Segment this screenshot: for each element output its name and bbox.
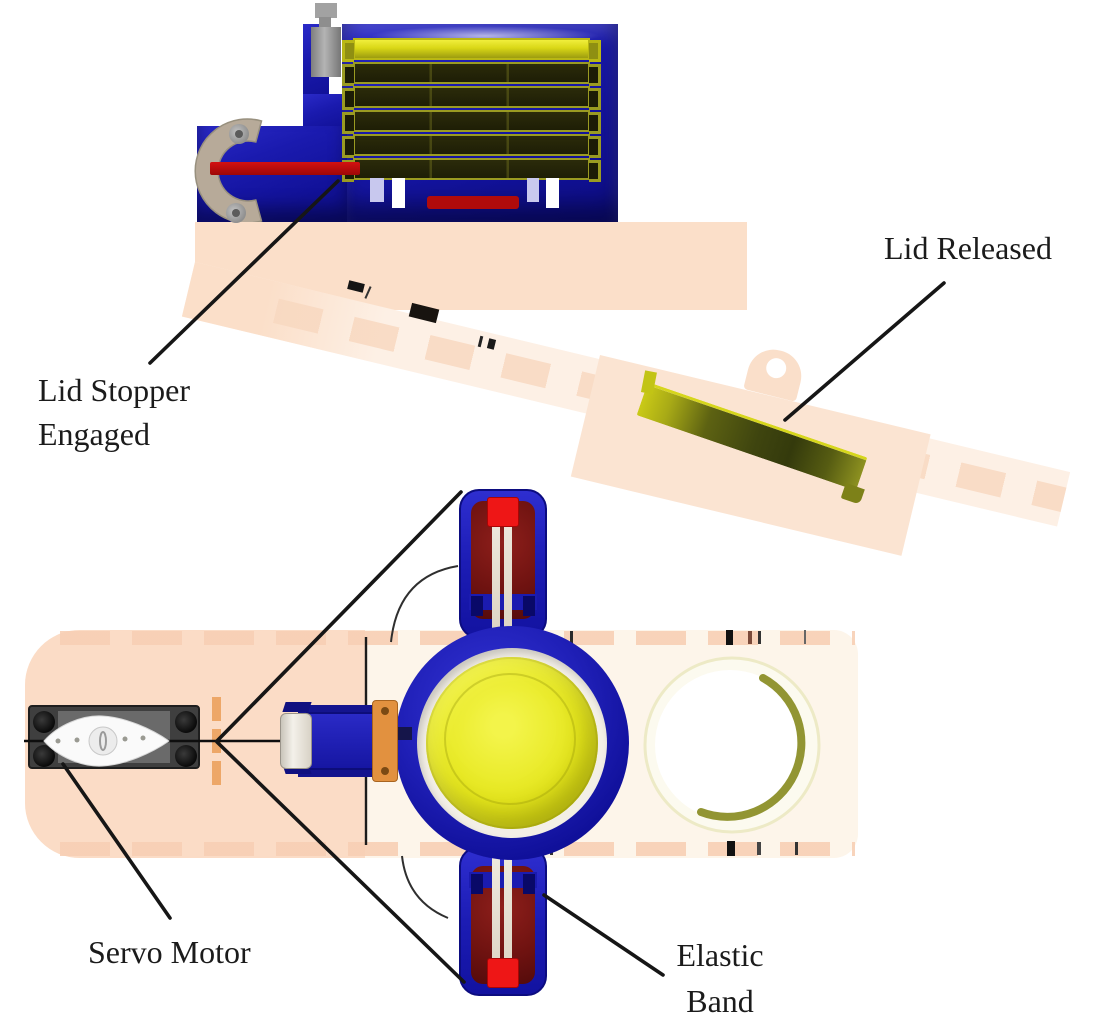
- lid-hook-icon: [342, 88, 354, 110]
- housing-leg: [527, 178, 539, 202]
- lid-stacked: [342, 134, 601, 158]
- lid-hook-icon: [589, 112, 601, 134]
- servo-screw-icon: [33, 711, 55, 733]
- sensor-pin-neck: [319, 17, 331, 28]
- sensor-pin-cap: [315, 3, 337, 18]
- servo-screw-icon: [33, 745, 55, 767]
- label-lid-released: Lid Released: [884, 230, 1052, 266]
- yellow-cup: [426, 657, 598, 829]
- lid-hook-icon: [342, 40, 354, 62]
- tension-block-bottom: [487, 958, 519, 988]
- c-bracket: [194, 118, 263, 222]
- latch-notch: [523, 874, 535, 894]
- empty-ring-shadow: [697, 674, 806, 821]
- label-elastic-band-line2: Band: [686, 983, 754, 1019]
- label-elastic-band: Elastic Band: [640, 932, 800, 1024]
- plate-edge-dashes-bottom: [60, 842, 855, 856]
- leader-elastic-band: [542, 893, 665, 977]
- leader-lid-stopper: [148, 179, 340, 365]
- string-anchor: [398, 727, 412, 740]
- elastic-band-bottom: [504, 850, 512, 978]
- elastic-band-top: [504, 508, 512, 636]
- lid-stacked: [342, 86, 601, 110]
- edge-mark: [758, 631, 761, 644]
- label-lid-stopper-line2: Engaged: [38, 416, 150, 452]
- horn-hole: [122, 736, 128, 742]
- lid-hook-icon: [589, 40, 601, 62]
- lid-hook-icon: [589, 88, 601, 110]
- cutout-arc-top: [390, 565, 459, 643]
- servo-horn-slot: [99, 731, 107, 751]
- arm-latch-top: [469, 594, 537, 616]
- lid-stacked: [342, 62, 601, 86]
- empty-lid-ring: [643, 656, 821, 834]
- edge-mark: [726, 630, 733, 645]
- lid-hook-icon: [342, 136, 354, 158]
- servo-screw-icon: [175, 711, 197, 733]
- elastic-band-top: [492, 508, 500, 636]
- lid-hook-icon: [589, 64, 601, 86]
- lid-stopper-rod: [210, 162, 360, 175]
- cutout-arc-bottom: [401, 855, 449, 919]
- edge-mark: [795, 842, 798, 855]
- lid-hook-icon: [589, 136, 601, 158]
- edge-mark: [727, 841, 735, 856]
- lever-flange: [298, 705, 388, 713]
- c-bracket-shape: [194, 118, 263, 222]
- housing-leg: [392, 178, 405, 208]
- lever-roller: [280, 713, 312, 769]
- arm-latch-bottom: [469, 872, 537, 894]
- bracket-screw-icon: [381, 707, 389, 715]
- orange-bracket: [372, 700, 398, 782]
- horn-hole: [74, 737, 80, 743]
- label-lid-stopper-line1: Lid Stopper: [38, 372, 190, 408]
- servo-horn-hub: [88, 726, 118, 756]
- edge-mark: [570, 631, 573, 644]
- edge-mark: [804, 630, 806, 644]
- latch-notch: [471, 596, 483, 616]
- servo-screw-icon: [175, 745, 197, 767]
- edge-mark: [757, 842, 761, 855]
- bracket-pivot-bottom: [226, 203, 246, 223]
- latch-notch: [471, 874, 483, 894]
- edge-mark: [748, 631, 752, 644]
- lid-hook-icon: [342, 64, 354, 86]
- lid-hook-icon: [589, 160, 601, 182]
- bracket-pivot-top: [229, 124, 249, 144]
- lower-red-bar: [427, 196, 519, 209]
- latch-notch: [523, 596, 535, 616]
- servo-horn: [43, 715, 170, 767]
- label-elastic-band-line1: Elastic: [676, 937, 764, 973]
- empty-ring-inner: [655, 670, 805, 820]
- slot-dash: [212, 697, 221, 721]
- slot-dash: [212, 761, 221, 785]
- lever-flange: [298, 769, 388, 777]
- sensor-pin-body: [311, 27, 341, 77]
- label-servo-motor: Servo Motor: [88, 934, 251, 970]
- label-lid-stopper: Lid Stopper Engaged: [38, 368, 190, 456]
- bracket-screw-icon: [381, 767, 389, 775]
- leader-servo-motor: [61, 762, 172, 920]
- housing-leg: [546, 178, 559, 208]
- leader-arm-top: [215, 490, 463, 743]
- leader-arm-bottom: [215, 740, 466, 984]
- housing-leg: [370, 178, 384, 202]
- lid-hook-icon: [342, 112, 354, 134]
- lid-top-bright: [342, 38, 601, 62]
- horn-hole: [55, 738, 61, 744]
- elastic-band-bottom: [492, 850, 500, 978]
- horn-hole: [140, 735, 146, 741]
- lid-stacked: [342, 110, 601, 134]
- tension-block-top: [487, 497, 519, 527]
- leader-lid-released: [783, 281, 946, 422]
